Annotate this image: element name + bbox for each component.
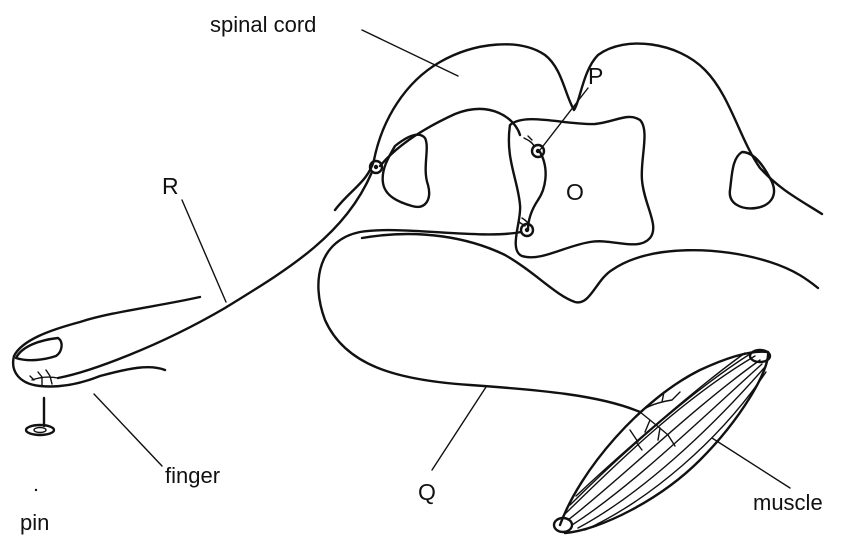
- spinal-cord: [335, 44, 822, 303]
- muscle-outline: [560, 352, 768, 533]
- label-finger: finger: [165, 463, 220, 488]
- nerve-endings: [30, 370, 58, 386]
- finger: [13, 297, 200, 387]
- neurones: [58, 109, 680, 450]
- fingernail: [16, 338, 62, 360]
- left-lobe: [383, 135, 429, 207]
- relay-neurone-p: [528, 152, 546, 230]
- label-muscle: muscle: [753, 490, 823, 515]
- label-o: O: [566, 179, 584, 205]
- label-p: P: [588, 63, 603, 89]
- leader-r: [182, 200, 226, 302]
- leader-muscle: [712, 438, 790, 488]
- spinal-cord-outline-bottom: [362, 234, 818, 302]
- leader-spinal-cord: [362, 30, 458, 76]
- muscle-fibres: [565, 353, 766, 530]
- sensory-nucleus: [374, 165, 378, 169]
- pin: [26, 398, 54, 491]
- label-q: Q: [418, 479, 436, 505]
- synapse-upper: [524, 136, 534, 146]
- sensory-neurone-branch: [380, 109, 520, 166]
- right-lobe: [730, 152, 774, 208]
- label-spinal-cord: spinal cord: [210, 12, 316, 37]
- label-pin: pin: [20, 510, 49, 535]
- pin-head-outer: [26, 425, 54, 435]
- pin-head-inner: [34, 428, 46, 433]
- muscle: [554, 350, 770, 533]
- leader-q: [432, 387, 486, 470]
- label-r: R: [162, 173, 179, 199]
- motor-nucleus: [525, 228, 529, 232]
- leader-finger: [94, 394, 162, 466]
- pin-tip: [35, 489, 37, 491]
- motor-neurone-q: [318, 230, 640, 412]
